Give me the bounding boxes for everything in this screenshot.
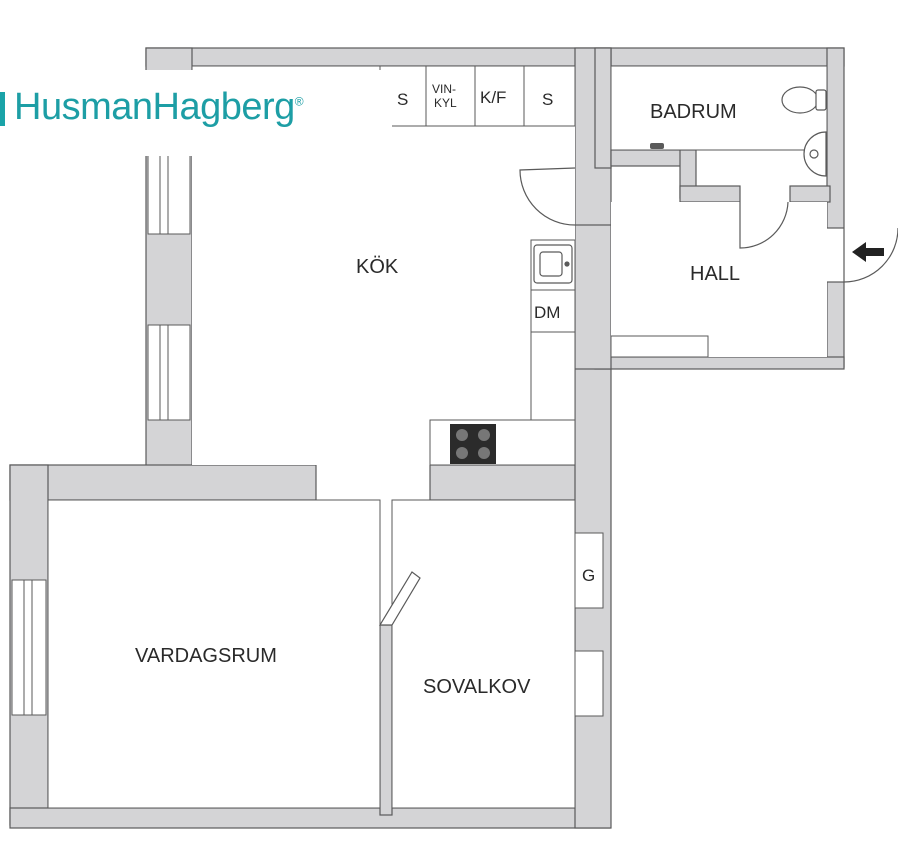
fixture-label-s: S [542, 90, 553, 109]
room-label-hall: HALL [690, 263, 740, 285]
toilet-icon [781, 86, 827, 114]
room-label-vardagsrum: VARDAGSRUM [135, 645, 277, 667]
logo-text: HusmanHagberg® [14, 86, 304, 129]
washbasin-icon [803, 131, 827, 177]
fixture-label-vinkyl-line1: VIN- [432, 82, 456, 96]
brand-logo: HusmanHagberg® [0, 70, 392, 156]
logo-accent-bar [0, 92, 5, 126]
entrance-arrow-icon [852, 242, 884, 262]
room-label-badrum: BADRUM [650, 101, 737, 123]
room-label-sovalkov: SOVALKOV [423, 676, 531, 698]
fixture-label-dm: DM [534, 303, 560, 322]
fixture-label-kf: K/F [480, 88, 506, 107]
fixture-label-g: G [582, 566, 595, 585]
sink-icon [533, 244, 573, 284]
logo-name: HusmanHagberg [14, 86, 295, 128]
fixture-label-vinkyl-line2: KYL [434, 96, 457, 110]
windows [11, 149, 709, 716]
wardrobe-g [574, 532, 604, 717]
room-label-kok: KÖK [356, 256, 399, 278]
stove-icon [450, 424, 496, 464]
logo-registered-mark: ® [294, 94, 304, 109]
doors [378, 167, 898, 626]
fixture-label-s-partial: S [397, 90, 408, 109]
bath-tap-icon [650, 143, 664, 149]
